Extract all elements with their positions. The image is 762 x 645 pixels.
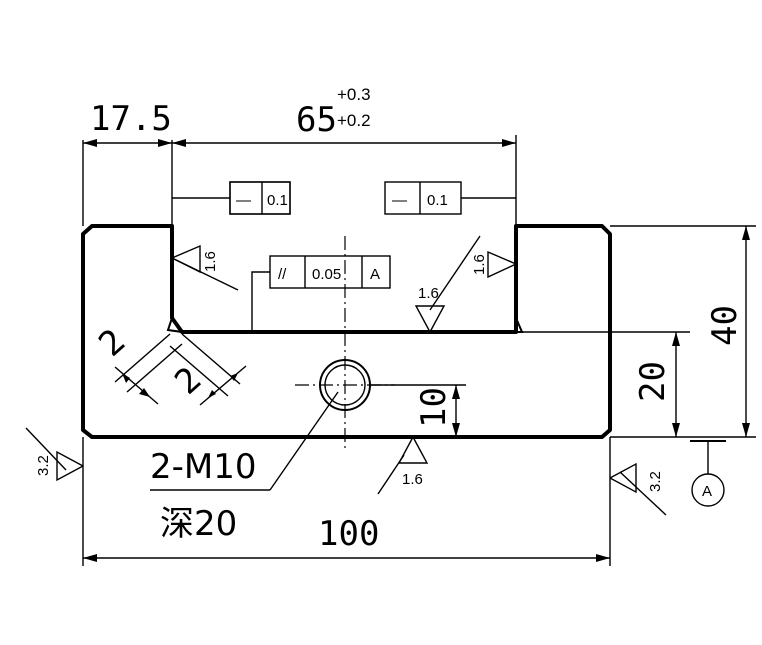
parallelism-symbol: // — [278, 266, 287, 283]
sf-slot-floor-text: 1.6 — [418, 285, 439, 302]
surface-finish-slot-floor: 1.6 — [414, 285, 446, 333]
thread-note-line1: 2-M10 — [150, 447, 257, 487]
flatness-right-symbol: — — [392, 192, 407, 209]
dim-65-lower-tol: +0.2 — [337, 111, 371, 130]
dim-20-text: 20 — [633, 361, 673, 402]
flatness-frame-left: — 0.1 — [172, 181, 291, 215]
dim-65-text: 65 — [296, 100, 337, 140]
dim-40-text: 40 — [705, 305, 745, 346]
surface-finish-bottom: 1.6 — [377, 436, 429, 495]
chamfer-left-text: 2 — [91, 321, 133, 364]
parallelism-value: 0.05 — [312, 266, 341, 283]
sf-right-wall-text: 1.6 — [471, 254, 488, 275]
parallelism-frame: // 0.05 A — [251, 255, 391, 332]
flatness-frame-right: — 0.1 — [384, 181, 516, 215]
chamfer-dim-right: 2 — [167, 333, 247, 406]
slot-corner-left — [166, 317, 183, 333]
dim-40: 40 — [610, 225, 756, 438]
dim-10-text: 10 — [414, 387, 454, 428]
dim-100: 100 — [82, 437, 611, 566]
mask — [291, 180, 299, 216]
dim-20: 20 — [522, 331, 690, 437]
flatness-left-value: 0.1 — [267, 192, 288, 209]
chamfer-dim-left: 2 — [91, 321, 183, 405]
sf-right-end-text: 3.2 — [647, 471, 664, 492]
thread-note: 2-M10 深20 — [150, 391, 339, 544]
dim-17-5-text: 17.5 — [90, 99, 172, 139]
parallelism-datum: A — [370, 266, 380, 283]
dim-10: 10 — [370, 384, 466, 437]
dim-65-upper-tol: +0.3 — [337, 85, 371, 104]
sf-bottom-text: 1.6 — [402, 471, 423, 488]
surface-finish-left-end: 3.2 — [25, 427, 84, 482]
sf-left-wall-text: 1.6 — [202, 251, 219, 272]
flatness-right-value: 0.1 — [427, 192, 448, 209]
surface-finish-right-wall: 1.6 — [429, 235, 517, 311]
datum-a-text: A — [702, 483, 712, 500]
dim-65: 65 +0.3 +0.2 — [172, 85, 517, 226]
datum-a: A — [690, 440, 726, 507]
surface-finish-left-wall: 1.6 — [171, 244, 239, 291]
sf-left-end-text: 3.2 — [35, 455, 52, 476]
thread-note-line2: 深20 — [160, 504, 237, 544]
surface-finish-right-end: 3.2 — [609, 462, 667, 516]
dim-17-5: 17.5 — [82, 99, 173, 226]
dim-100-text: 100 — [318, 514, 379, 554]
part-outline — [81, 224, 612, 439]
flatness-frame-left-border — [229, 181, 291, 215]
chamfer-right-text: 2 — [167, 359, 209, 402]
flatness-left-symbol: — — [236, 192, 251, 209]
